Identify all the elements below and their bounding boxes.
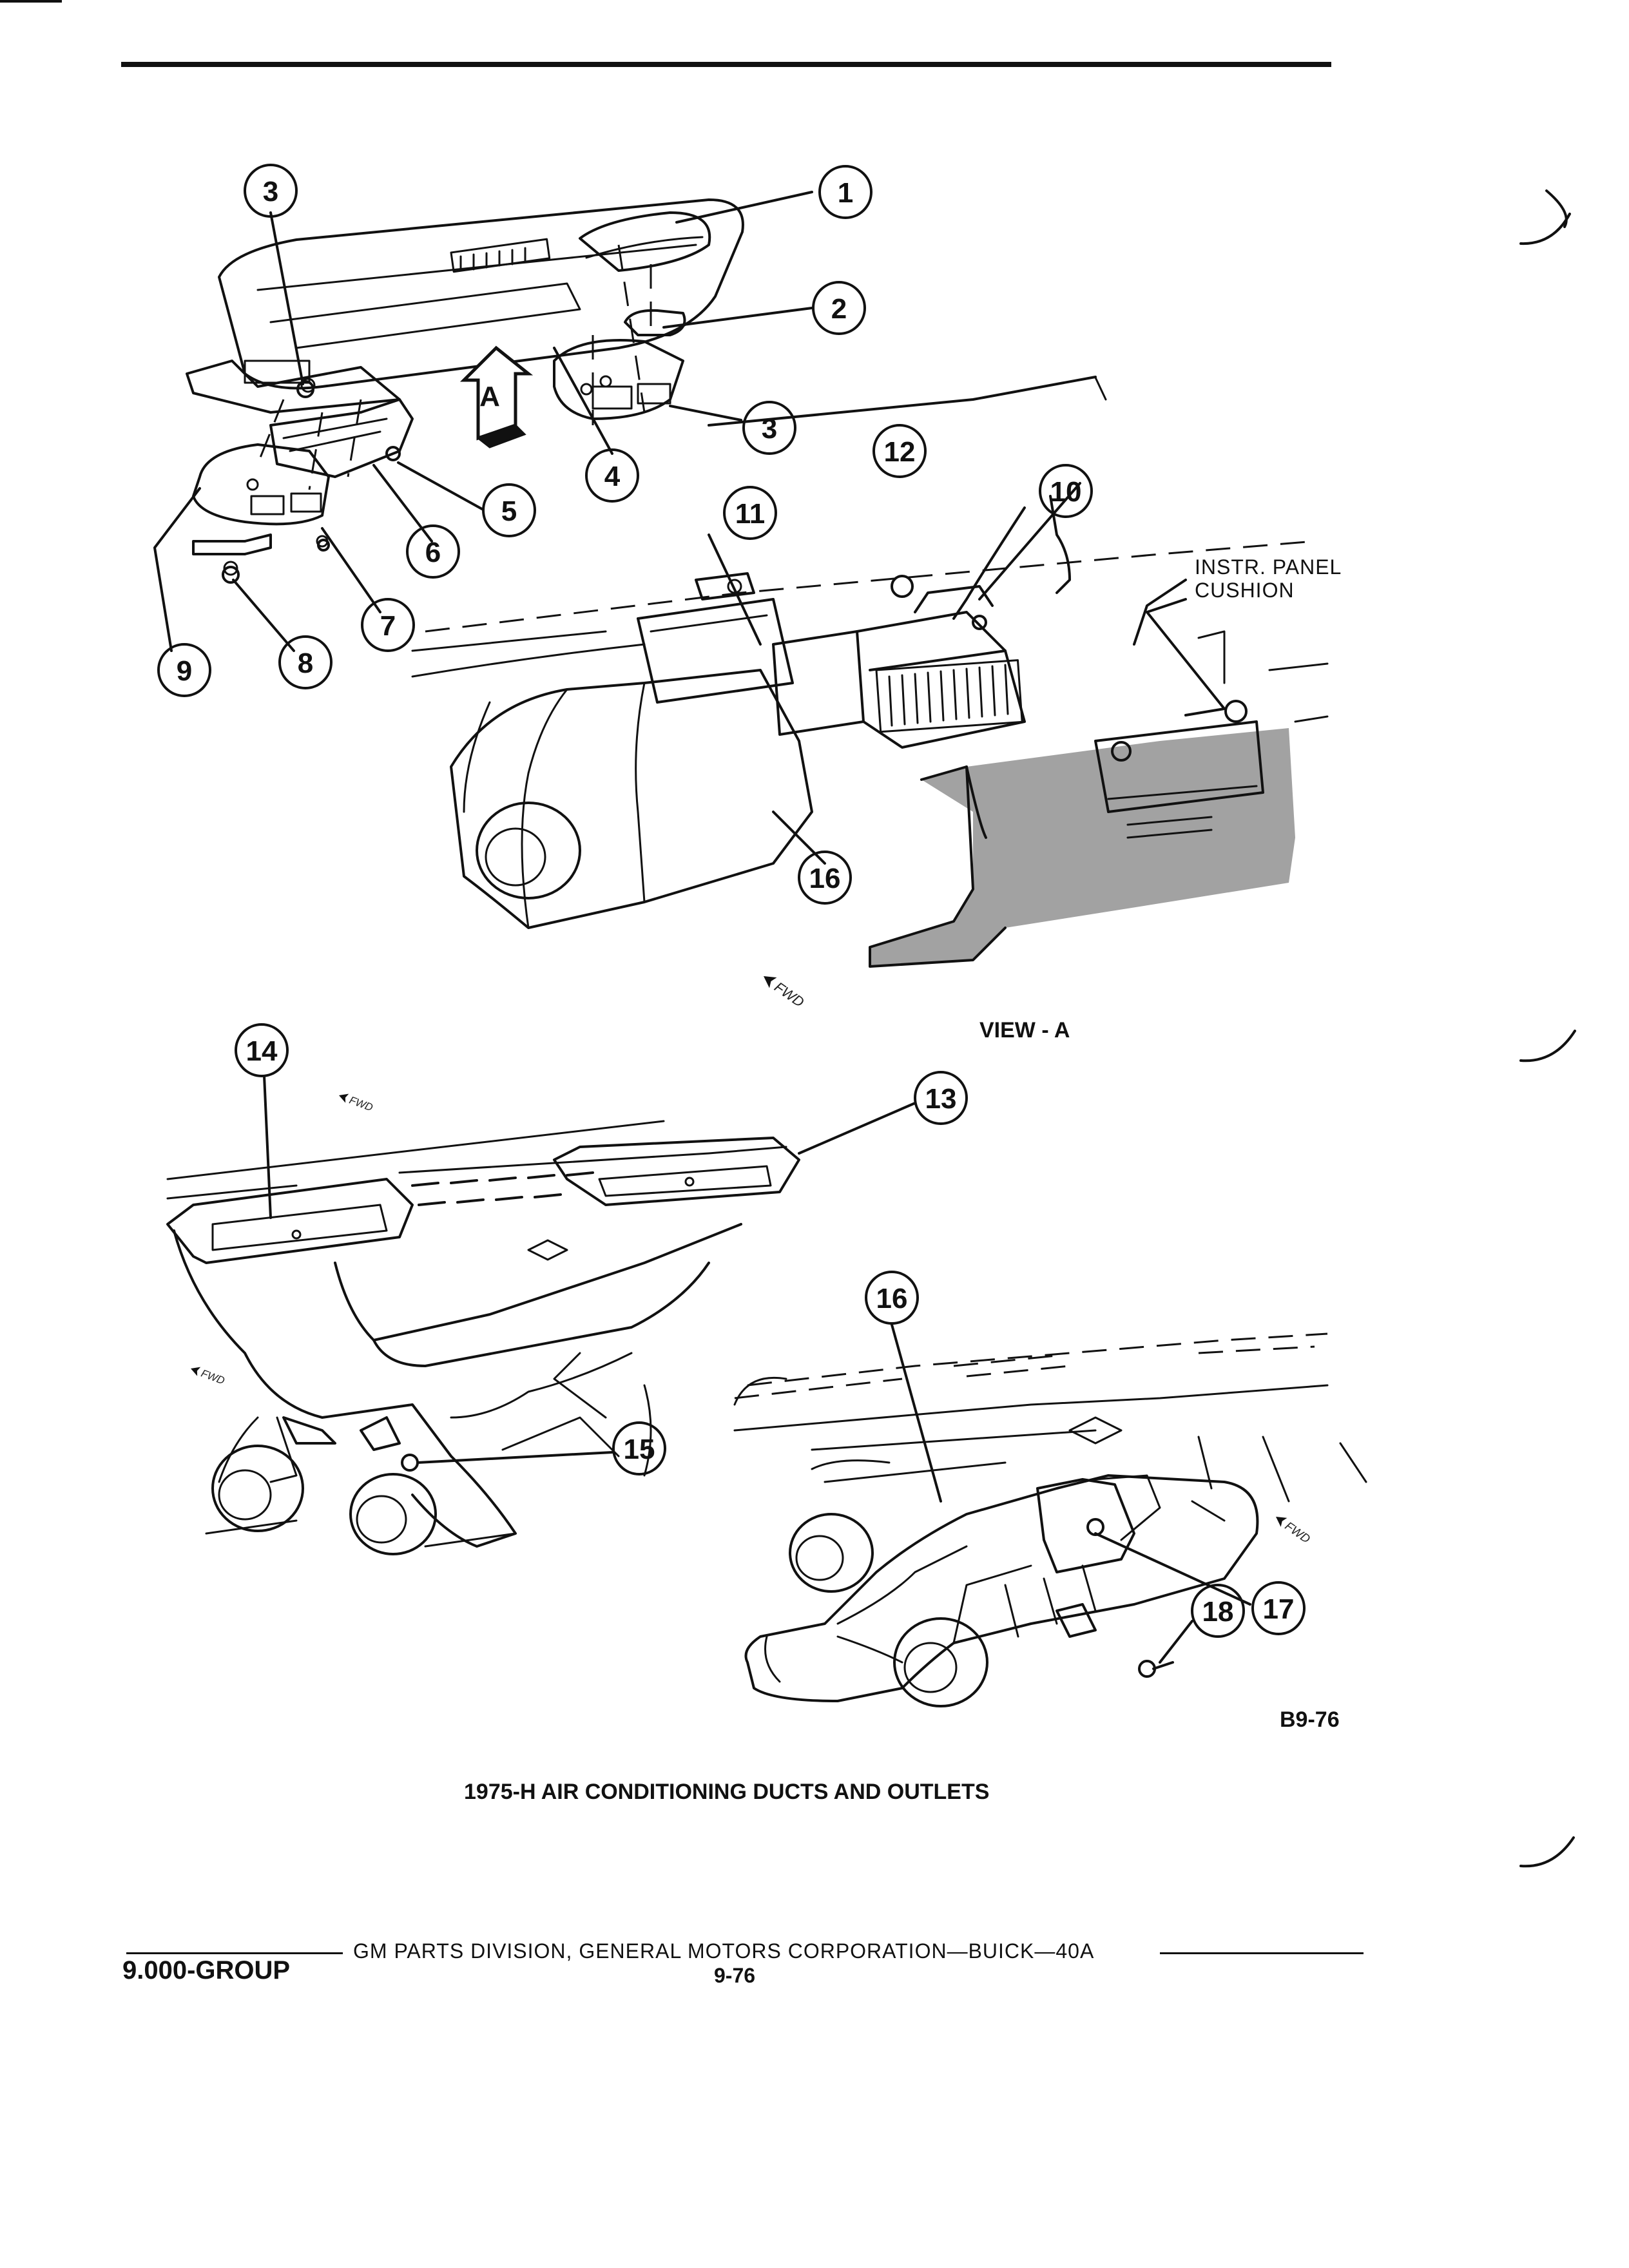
view-a-label: VIEW - A	[979, 1018, 1070, 1043]
callout-15: 15	[612, 1421, 666, 1475]
callout-10: 10	[1039, 464, 1093, 518]
callout-18: 18	[1191, 1584, 1245, 1638]
svg-text:12: 12	[884, 436, 916, 468]
svg-text:17: 17	[1263, 1593, 1295, 1625]
svg-text:16: 16	[809, 863, 841, 894]
callout-17: 17	[1251, 1581, 1306, 1635]
svg-text:5: 5	[501, 495, 517, 527]
svg-text:3: 3	[263, 176, 278, 207]
callout-3-top: 3	[244, 164, 298, 218]
callout-7: 7	[361, 598, 415, 652]
fwd-arrow-icon	[191, 1367, 201, 1376]
view-a-detail	[411, 376, 1329, 968]
lower-left-detail	[166, 1075, 916, 1555]
svg-text:10: 10	[1050, 476, 1082, 508]
fwd-label-lower-left-top: FWD	[347, 1095, 374, 1114]
callout-1: 1	[818, 165, 872, 219]
binding-marks	[1519, 189, 1576, 1868]
dash-assembly-overview: A	[153, 191, 813, 652]
svg-text:4: 4	[604, 461, 621, 492]
lower-right-detail	[733, 1323, 1367, 1707]
svg-text:7: 7	[380, 610, 396, 642]
callout-13: 13	[914, 1071, 968, 1125]
svg-text:2: 2	[831, 293, 847, 325]
view-arrow-letter: A	[479, 381, 500, 412]
svg-text:16: 16	[876, 1283, 908, 1314]
cushion-section	[869, 720, 1295, 968]
view-a-arrow: A	[459, 345, 534, 448]
svg-text:13: 13	[925, 1083, 957, 1115]
instr-panel-label-line1: INSTR. PANEL	[1195, 555, 1342, 579]
callout-6: 6	[406, 524, 460, 579]
instr-panel-label-line2: CUSHION	[1195, 579, 1295, 602]
svg-text:8: 8	[298, 648, 313, 679]
callout-2: 2	[812, 281, 866, 335]
svg-text:1: 1	[838, 177, 853, 209]
fwd-label-view-a: FWD	[771, 979, 807, 1010]
callout-14: 14	[235, 1023, 289, 1077]
callout-3-right: 3	[742, 401, 796, 455]
svg-text:18: 18	[1202, 1596, 1234, 1628]
figure-caption: 1975-H AIR CONDITIONING DUCTS AND OUTLET…	[464, 1780, 990, 1804]
callout-16-view-a: 16	[798, 850, 852, 905]
fwd-label-lower-left-side: FWD	[199, 1368, 226, 1387]
fwd-arrow-icon	[764, 976, 777, 988]
callout-9: 9	[157, 643, 211, 697]
fwd-arrow-icon	[1276, 1517, 1287, 1527]
callout-12: 12	[872, 424, 927, 478]
callout-4: 4	[585, 448, 639, 503]
callouts: 1 2 3 3 4 5 6 7 8 9 10 11 12 16 14 13 15…	[157, 164, 1306, 1638]
instr-panel-label: INSTR. PANEL CUSHION	[1195, 555, 1342, 602]
fwd-markers: FWD FWD FWD FWD	[191, 976, 1313, 1546]
svg-text:11: 11	[735, 498, 766, 530]
callout-8: 8	[278, 635, 333, 689]
callout-5: 5	[482, 483, 536, 537]
figure-code: B9-76	[1280, 1707, 1340, 1732]
svg-text:3: 3	[762, 413, 777, 445]
callout-16-lower: 16	[865, 1271, 919, 1325]
callout-11: 11	[723, 486, 777, 540]
svg-text:9: 9	[177, 655, 192, 687]
svg-text:14: 14	[246, 1035, 278, 1067]
svg-text:6: 6	[425, 537, 441, 568]
fwd-label-lower-right: FWD	[1283, 1519, 1313, 1546]
fwd-arrow-icon	[339, 1093, 349, 1103]
svg-text:15: 15	[624, 1434, 655, 1465]
